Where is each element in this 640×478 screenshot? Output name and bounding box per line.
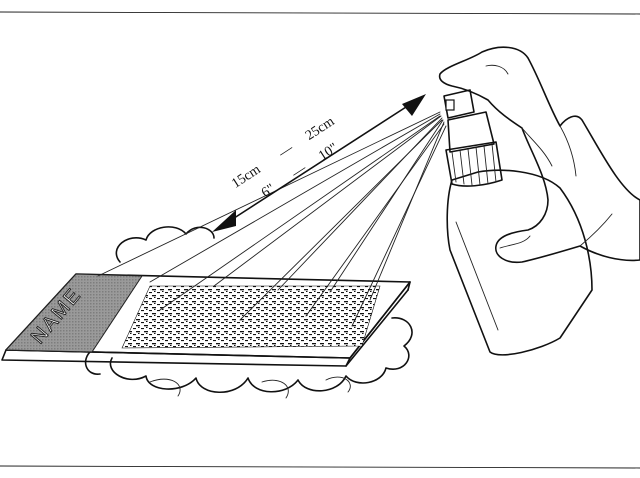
- frame-bottom-line: [0, 465, 640, 469]
- arrow-head-left-icon: [212, 210, 236, 232]
- glass-slide: NAME: [1, 273, 411, 367]
- distance-min-metric: 15cm: [229, 162, 263, 192]
- distance-arrow: [212, 94, 426, 232]
- distance-separator-top: —: [275, 140, 297, 161]
- mist-swirl: [149, 376, 351, 399]
- slide-label-area: [4, 273, 143, 353]
- frame-top-line: [0, 11, 640, 15]
- hand-icon: [438, 46, 640, 264]
- specimen-smear: [121, 285, 381, 349]
- nozzle-icon: [445, 99, 455, 111]
- distance-min-imperial: 6": [259, 181, 278, 201]
- spray-bottle-icon: [443, 89, 593, 356]
- arrow-head-right-icon: [402, 94, 426, 116]
- distance-max-metric: 25cm: [303, 114, 337, 144]
- distance-max-imperial: 10": [316, 141, 341, 164]
- spray-lines: [97, 111, 447, 327]
- distance-separator-bottom: —: [288, 161, 310, 182]
